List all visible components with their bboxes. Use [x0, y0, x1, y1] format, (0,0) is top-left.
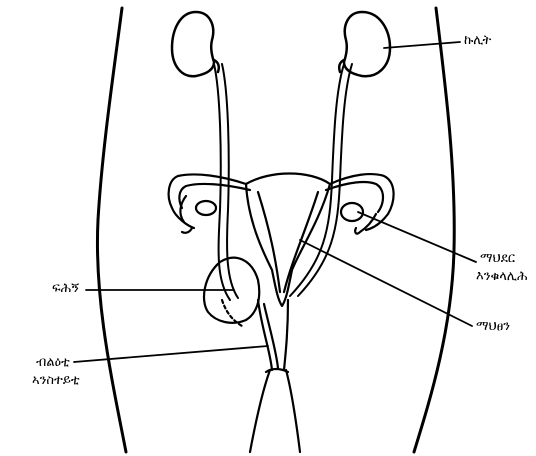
label-ovary-line1: ማህደር: [480, 250, 515, 267]
ureters: [214, 64, 352, 300]
bladder: [204, 258, 259, 326]
ovary-left: [196, 201, 216, 215]
label-uterus: ማህፀን: [476, 318, 510, 335]
leader-line-ovary: [358, 212, 476, 262]
vaginal-canal: [250, 300, 300, 452]
label-bladder: ፍሕኝ: [52, 280, 79, 297]
label-urethra-line1: ብልዕቲ: [36, 354, 70, 371]
label-ovary-line2: እንቁላሊሕ: [476, 268, 528, 285]
label-kidney: ኩሊት: [464, 32, 491, 49]
leader-line-kidney: [384, 42, 460, 48]
leader-lines: [74, 42, 476, 362]
leader-line-uterus: [300, 240, 472, 326]
label-urethra-line2: ኣንስተይቲ: [32, 372, 80, 389]
leader-line-urethra: [74, 346, 268, 362]
kidney-right: [339, 12, 390, 76]
kidney-left: [172, 12, 219, 76]
uterus-and-tubes: [169, 174, 394, 307]
